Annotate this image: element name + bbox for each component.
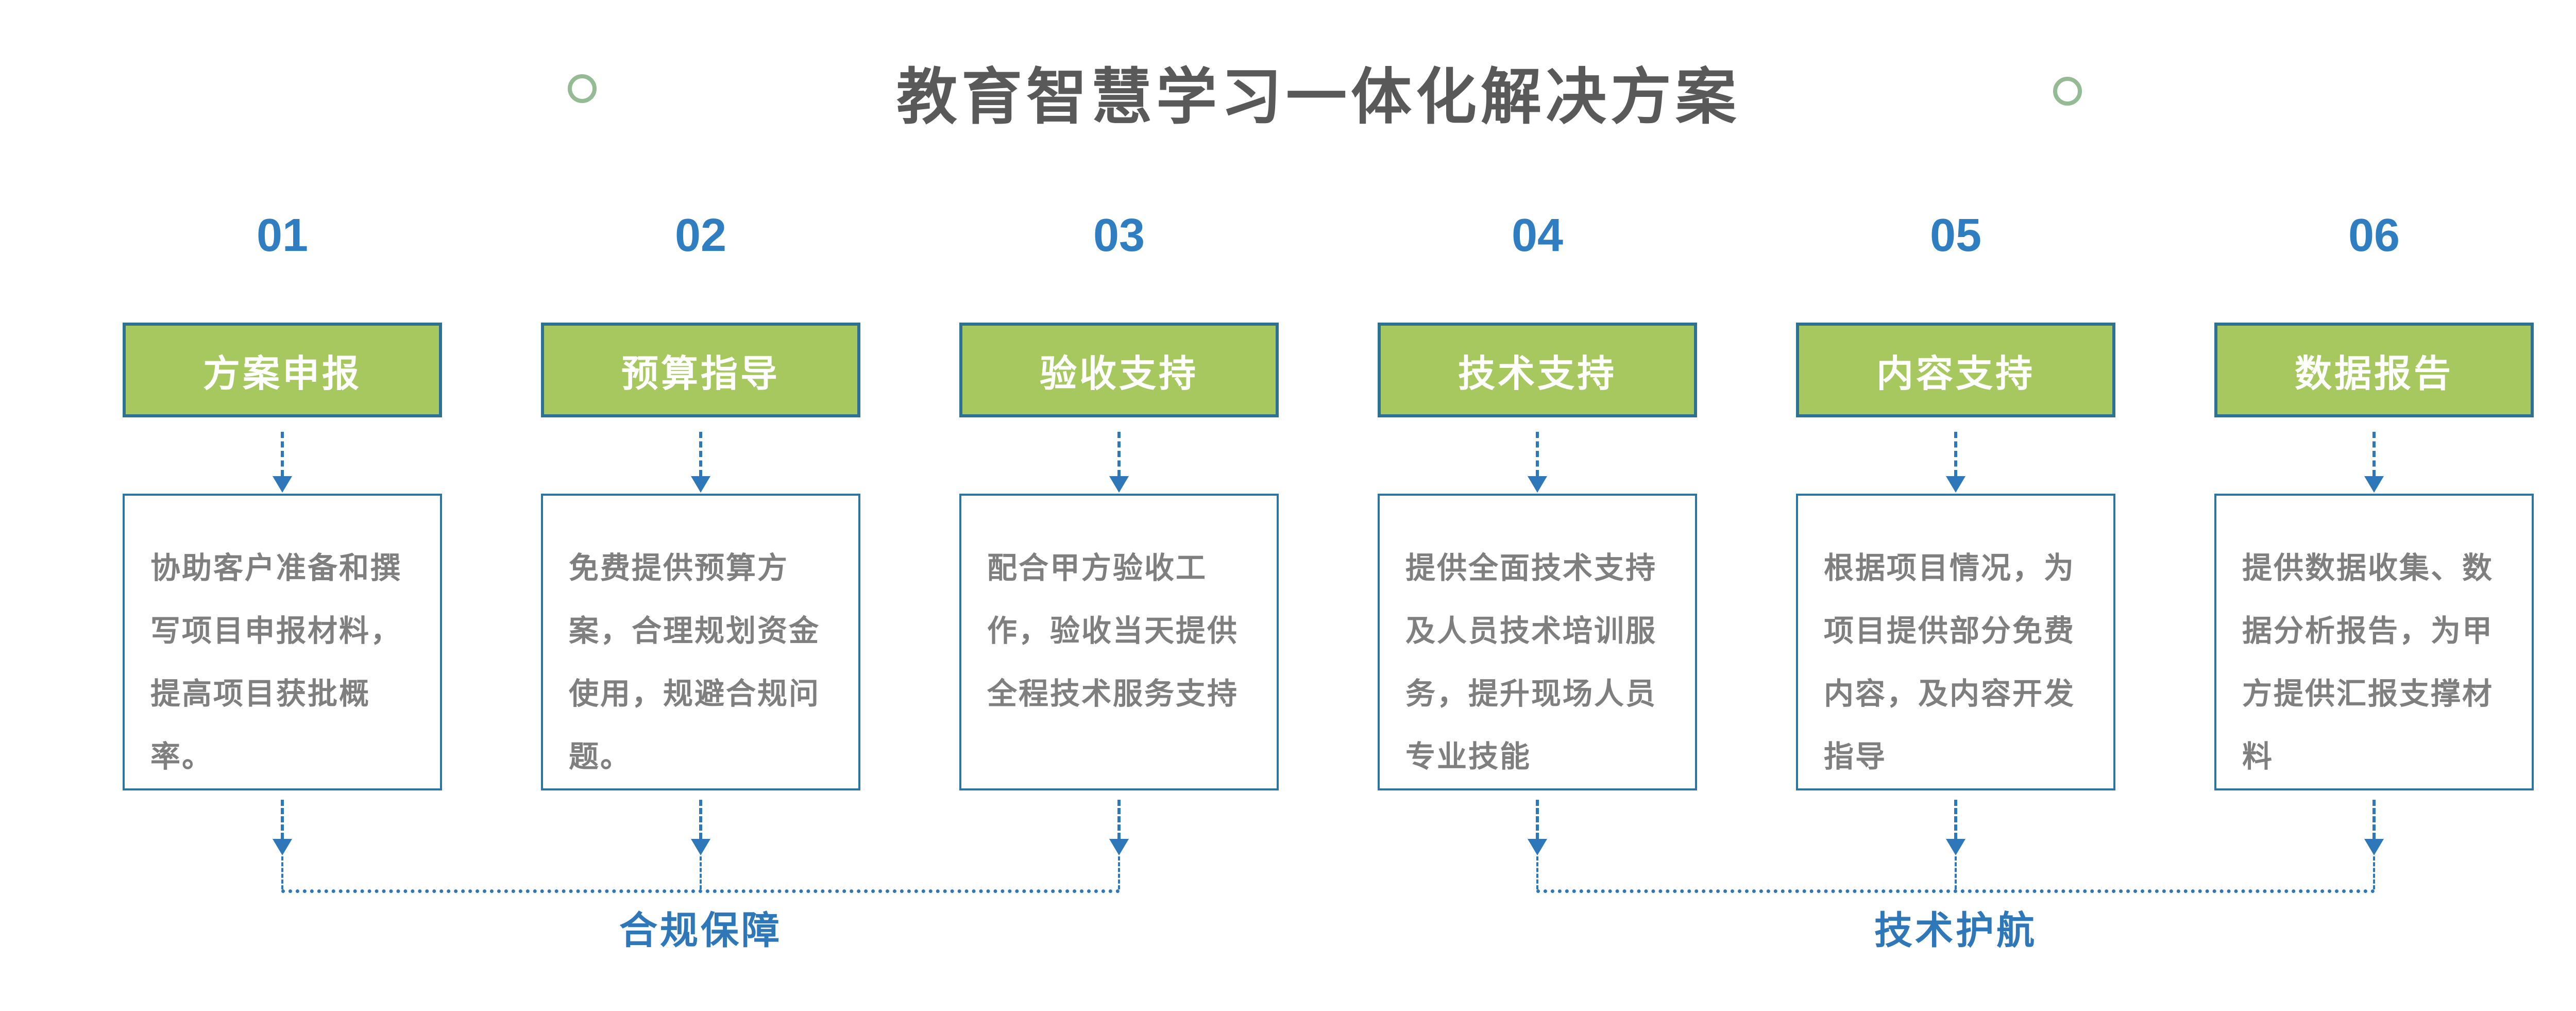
arrow-down-icon (1945, 432, 1966, 493)
bracket-line (2373, 856, 2375, 889)
step-number: 05 (1929, 210, 1982, 261)
step-description-box: 免费提供预算方案，合理规划资金使用，规避合规问题。 (541, 494, 860, 790)
step-description: 协助客户准备和撰写项目申报材料，提高项目获批概率。 (150, 551, 402, 773)
step-header-label: 内容支持 (1876, 353, 2035, 395)
step-column-1: 01 方案申报 协助客户准备和撰写项目申报材料，提高项目获批概率。 (123, 0, 442, 1011)
step-column-6: 06 数据报告 提供数据收集、数据分析报告，为甲方提供汇报支撑材料 (2214, 0, 2534, 1011)
step-header-label: 预算指导 (621, 353, 780, 395)
decorative-ring-icon (568, 74, 597, 103)
step-header-box: 技术支持 (1378, 323, 1697, 417)
step-description: 配合甲方验收工作，验收当天提供全程技术服务支持 (987, 551, 1239, 711)
step-number: 04 (1511, 210, 1564, 261)
step-header-box: 内容支持 (1796, 323, 2115, 417)
group-bracket-compliance: 合规保障 (281, 856, 1120, 980)
arrow-down-icon (2364, 432, 2384, 493)
arrow-down-icon (690, 432, 711, 493)
step-header-label: 验收支持 (1039, 353, 1198, 395)
step-description: 提供全面技术支持及人员技术培训服务，提升现场人员专业技能 (1405, 551, 1657, 773)
step-header-box: 验收支持 (959, 323, 1279, 417)
step-number: 01 (256, 210, 309, 261)
step-column-2: 02 预算指导 免费提供预算方案，合理规划资金使用，规避合规问题。 (541, 0, 860, 1011)
arrow-down-icon (2364, 800, 2384, 855)
arrow-down-icon (1527, 432, 1548, 493)
step-description-box: 配合甲方验收工作，验收当天提供全程技术服务支持 (959, 494, 1279, 790)
bracket-line (1536, 856, 1538, 889)
step-description-box: 提供数据收集、数据分析报告，为甲方提供汇报支撑材料 (2214, 494, 2534, 790)
bracket-line (1536, 889, 2375, 893)
arrow-down-icon (1945, 800, 1966, 855)
step-description: 提供数据收集、数据分析报告，为甲方提供汇报支撑材料 (2242, 551, 2494, 773)
arrow-down-icon (1109, 432, 1129, 493)
step-header-box: 方案申报 (123, 323, 442, 417)
step-number: 03 (1093, 210, 1145, 261)
step-header-label: 技术支持 (1458, 353, 1617, 395)
step-header-label: 数据报告 (2294, 353, 2453, 395)
step-description-box: 协助客户准备和撰写项目申报材料，提高项目获批概率。 (123, 494, 442, 790)
step-description: 免费提供预算方案，合理规划资金使用，规避合规问题。 (569, 551, 821, 773)
arrow-down-icon (1109, 800, 1129, 855)
arrow-down-icon (1527, 800, 1548, 855)
step-number: 06 (2348, 210, 2400, 261)
step-column-5: 05 内容支持 根据项目情况，为项目提供部分免费内容，及内容开发指导 (1796, 0, 2115, 1011)
arrow-down-icon (272, 432, 293, 493)
step-column-4: 04 技术支持 提供全面技术支持及人员技术培训服务，提升现场人员专业技能 (1378, 0, 1697, 1011)
step-number: 02 (674, 210, 727, 261)
page-title: 教育智慧学习一体化解决方案 (896, 63, 1740, 131)
bracket-line (281, 856, 283, 889)
arrow-down-icon (690, 800, 711, 855)
step-header-box: 预算指导 (541, 323, 860, 417)
bracket-line (1118, 856, 1120, 889)
decorative-ring-icon (2053, 77, 2082, 106)
bracket-line (700, 856, 702, 889)
step-header-label: 方案申报 (202, 353, 362, 395)
bracket-line (1955, 856, 1957, 889)
group-bracket-technology: 技术护航 (1536, 856, 2375, 980)
step-column-3: 03 验收支持 配合甲方验收工作，验收当天提供全程技术服务支持 (959, 0, 1279, 1011)
bracket-line (281, 889, 1120, 893)
step-description-box: 根据项目情况，为项目提供部分免费内容，及内容开发指导 (1796, 494, 2115, 790)
step-description: 根据项目情况，为项目提供部分免费内容，及内容开发指导 (1824, 551, 2076, 773)
step-header-box: 数据报告 (2214, 323, 2534, 417)
group-label: 合规保障 (619, 909, 782, 952)
step-description-box: 提供全面技术支持及人员技术培训服务，提升现场人员专业技能 (1378, 494, 1697, 790)
group-label: 技术护航 (1874, 909, 2037, 952)
arrow-down-icon (272, 800, 293, 855)
